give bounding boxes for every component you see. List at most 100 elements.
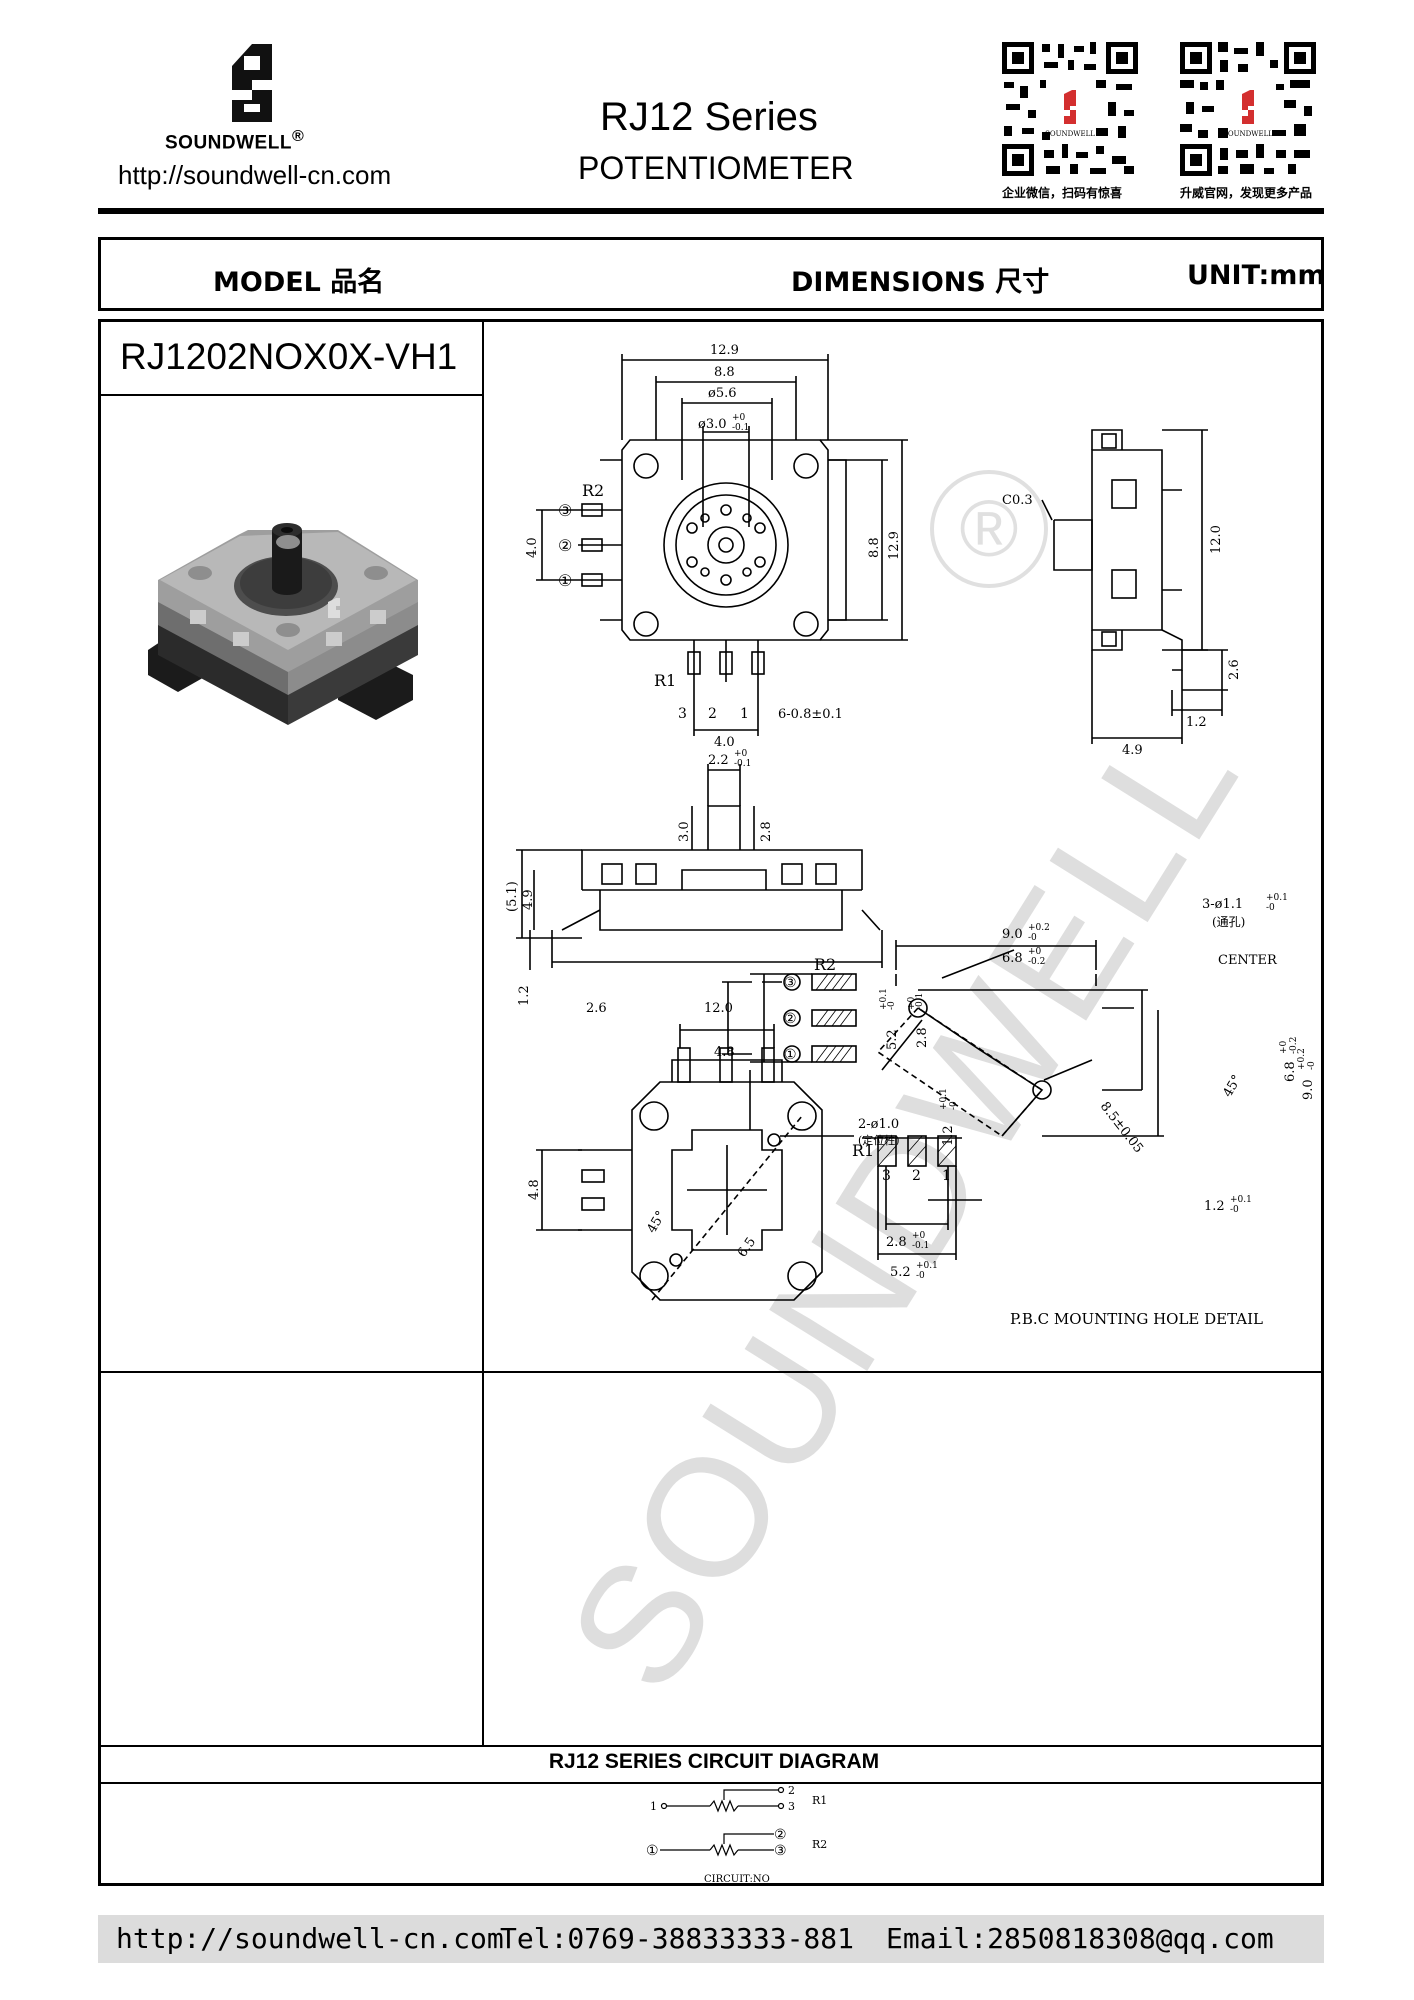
soundwell-logo-icon	[232, 44, 272, 122]
dim-bottom-6-5: 6.5	[735, 1235, 759, 1261]
label-top-circ3: ③	[558, 501, 572, 520]
model-column-header: MODEL 品名	[213, 267, 385, 298]
registered-mark: ®	[291, 128, 305, 145]
dim-top-tol-plus: +0	[732, 413, 746, 423]
label-top-pin3: 3	[678, 706, 687, 722]
dim-pcb-45: 45°	[1220, 1073, 1245, 1100]
circuit-diagram-title: RJ12 SERIES CIRCUIT DIAGRAM	[548, 1750, 880, 1773]
header-divider	[98, 208, 1324, 214]
dim-side-1-2: 1.2	[1186, 715, 1207, 730]
dim-pcb-tol-k2: -0	[916, 1271, 925, 1281]
dim-pcb-8-5: 8.5±0.05	[1097, 1099, 1146, 1156]
dim-pcb-tol-i1: +0.1	[1230, 1195, 1252, 1205]
dim-pcb-tol-h2: -0	[949, 1101, 959, 1110]
dim-pcb-2-8-left: 2.8	[915, 1027, 930, 1048]
footer-email[interactable]: Email:2850818308@qq.com	[886, 1922, 1274, 1955]
circuit-r2-label: R2	[812, 1838, 827, 1851]
pcb-detail-title: P.B.C MOUNTING HOLE DETAIL	[1010, 1310, 1263, 1328]
circuit-r1-pin1: 1	[650, 1800, 657, 1813]
row-divider-2	[101, 1745, 1321, 1747]
dim-pcb-tol-c2: -0	[1266, 903, 1275, 913]
product-type: POTENTIOMETER	[578, 150, 854, 186]
dim-pcb-tol-f1: +0	[1279, 1040, 1289, 1054]
circuit-r1-pin3: 3	[788, 1800, 795, 1813]
dim-pcb-tol-a1: +0.2	[1028, 923, 1050, 933]
label-pcb-pin2: 2	[912, 1168, 921, 1184]
qr-code-website-icon: SOUNDWELL	[1178, 40, 1318, 178]
dim-pcb-tol-g1: +0.2	[1297, 1048, 1307, 1070]
qr-center-label-2: SOUNDWELL	[1223, 130, 1273, 138]
dim-pcb-tol-d2: -0	[887, 1001, 897, 1010]
dim-pcb-tol-b2: -0.2	[1028, 957, 1045, 967]
circuit-caption: CIRCUIT:NO	[704, 1874, 770, 1885]
footer-url[interactable]: http://soundwell-cn.com	[116, 1922, 504, 1955]
label-top-pin1: 1	[740, 706, 749, 722]
dim-pcb-tol-i2: -0	[1230, 1205, 1239, 1215]
product-photo	[148, 523, 418, 725]
label-top-circ2: ②	[558, 536, 572, 555]
dim-pcb-tol-g2: -0	[1307, 1061, 1317, 1070]
dim-top-d3-0: ø3.0	[698, 417, 727, 432]
circuit-r1-pin2: 2	[788, 1784, 795, 1797]
dim-top-tol-minus: -0.1	[732, 423, 749, 433]
dim-front-1-2: 1.2	[517, 985, 532, 1006]
dim-bottom-hole: 2-ø1.0	[858, 1117, 899, 1132]
dim-side-12-0: 12.0	[1209, 525, 1224, 554]
dim-pcb-tol-b1: +0	[1028, 947, 1042, 957]
label-top-r2: R2	[582, 481, 604, 500]
dim-top-4-0-bottom: 4.0	[714, 735, 735, 750]
main-table: RJ12 SERIES CIRCUIT DIAGRAM	[98, 319, 1324, 1886]
label-pcb-pin3: 3	[882, 1168, 891, 1184]
dim-pcb-5-2-left: 5.2	[885, 1029, 900, 1050]
dim-pcb-6-8-right: 6.8	[1283, 1061, 1298, 1082]
dim-top-12-9-right: 12.9	[887, 531, 902, 560]
circuit-r2-pin2: ②	[774, 1827, 787, 1843]
circuit-r1-label: R1	[812, 1794, 827, 1807]
footer-bar: http://soundwell-cn.com Tel:0769-3883333…	[98, 1915, 1324, 1963]
dim-pcb-tol-f2: -0.2	[1289, 1037, 1299, 1054]
series-title: RJ12 Series	[600, 95, 818, 139]
dim-pcb-tol-c1: +0.1	[1266, 893, 1288, 903]
qr-caption-website: 升威官网，发现更多产品	[1180, 186, 1313, 200]
dim-pcb-6-8-top: 6.8	[1002, 951, 1023, 966]
row-divider-3	[101, 1782, 1321, 1784]
dim-front-tol-plus: +0	[734, 749, 748, 759]
dim-top-pin-width: 6-0.8±0.1	[778, 707, 843, 722]
model-row-divider	[101, 394, 482, 396]
dim-pcb-1-2-left: 1.2	[941, 1125, 956, 1146]
label-pcb-center: CENTER	[1218, 953, 1278, 968]
row-divider-1	[101, 1371, 1321, 1373]
dim-pcb-5-2-bottom: 5.2	[890, 1265, 911, 1280]
header-url[interactable]: http://soundwell-cn.com	[118, 160, 392, 190]
dim-pcb-tol-j1: +0	[912, 1231, 926, 1241]
dim-pcb-tol-e1: +0	[907, 996, 917, 1010]
footer-tel: Tel:0769-38833333-881	[500, 1922, 855, 1955]
dim-side-4-9: 4.9	[1122, 743, 1143, 758]
dim-front-12-0: 12.0	[704, 1001, 733, 1016]
dim-front-2-8: 2.8	[759, 821, 774, 842]
dim-top-8-8: 8.8	[714, 365, 735, 380]
dim-top-4-0-left: 4.0	[525, 537, 540, 558]
model-name: RJ1202NOX0X-VH1	[120, 336, 458, 377]
dim-bottom-45: 45°	[644, 1209, 669, 1236]
circuit-diagram: 1 2 3 R1 ① ② ③ R2 CIRCUIT:NO	[646, 1784, 827, 1885]
qr-code-wechat-icon: SOUNDWELL	[1000, 40, 1140, 178]
label-top-r1: R1	[654, 671, 676, 690]
dim-top-8-8-right: 8.8	[867, 537, 882, 558]
label-top-circ1: ①	[558, 571, 572, 590]
circuit-r2-pin3: ③	[774, 1843, 787, 1859]
dimension-drawing: 12.9 8.8 ø5.6 ø3.0 +0 -0.1 4.0 8.8 12.9 …	[505, 343, 1317, 1328]
dimensions-column-header: DIMENSIONS 尺寸	[791, 267, 1050, 298]
dim-top-12-9: 12.9	[710, 343, 739, 358]
dim-front-5-1: (5.1)	[505, 881, 520, 912]
dim-pcb-tol-k1: +0.1	[916, 1261, 938, 1271]
table-header: MODEL 品名 DIMENSIONS 尺寸 UNIT:mm	[98, 237, 1326, 311]
label-pcb-r2: R2	[814, 955, 836, 974]
dim-pcb-2-8-bottom: 2.8	[886, 1235, 907, 1250]
dim-front-2-2: 2.2	[708, 753, 729, 768]
dim-pcb-9-0-right: 9.0	[1301, 1079, 1316, 1100]
dim-front-3-0: 3.0	[677, 821, 692, 842]
column-divider	[482, 322, 484, 1747]
dim-bottom-4-8-left: 4.8	[527, 1179, 542, 1200]
dim-bottom-post: (定位柱)	[858, 1133, 900, 1147]
